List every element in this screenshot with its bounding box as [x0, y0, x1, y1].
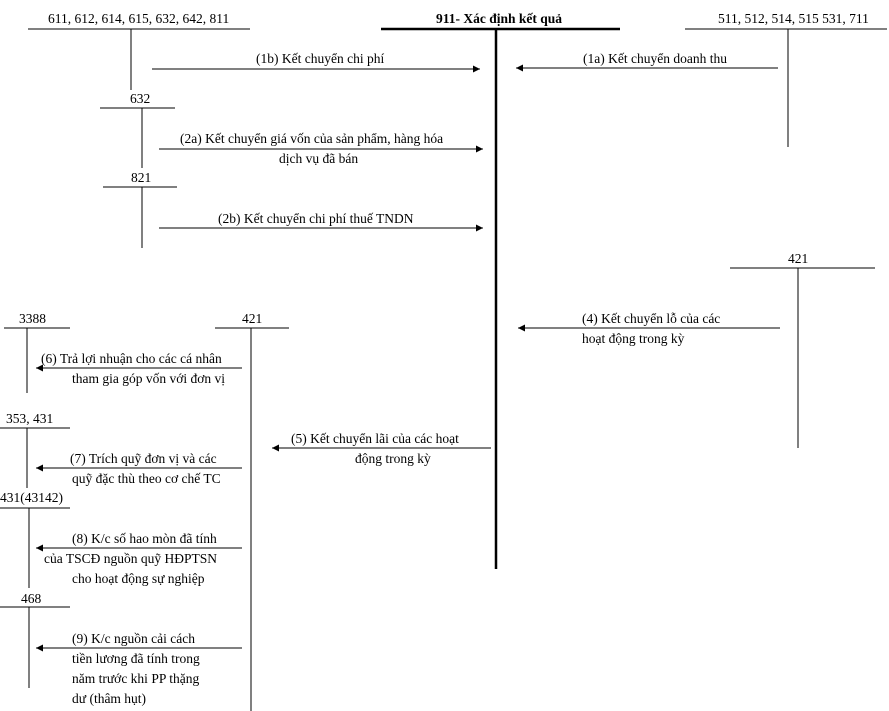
account-632-label: 632	[130, 91, 151, 106]
entry-2b-label: (2b) Kết chuyển chi phí thuế TNDN	[218, 211, 414, 226]
t-account-421-left	[215, 327, 289, 711]
account-821-label: 821	[131, 170, 152, 185]
t-account-3388	[4, 327, 70, 393]
t-account-431-43142	[0, 507, 70, 588]
t-account-revenues	[685, 28, 887, 147]
entry-5-label-line2: động trong kỳ	[355, 451, 431, 466]
account-468-label: 468	[21, 591, 42, 606]
account-3388-label: 3388	[19, 311, 46, 326]
entry-1a-label: (1a) Kết chuyển doanh thu	[583, 51, 727, 66]
entry-7-label-line1: (7) Trích quỹ đơn vị và các	[70, 451, 217, 466]
t-account-632	[100, 107, 175, 168]
account-revenues-label: 511, 512, 514, 515 531, 711	[718, 11, 869, 26]
entry-2a-label-line1: (2a) Kết chuyển giá vốn của sản phẩm, hà…	[180, 131, 444, 146]
t-account-expenses	[28, 28, 250, 90]
entry-8-label-line1: (8) K/c số hao mòn đã tính	[72, 531, 217, 546]
entry-1b-label: (1b) Kết chuyển chi phí	[256, 51, 385, 66]
entry-9-label-line4: dư (thâm hụt)	[72, 691, 147, 706]
entry-7-label-line2: quỹ đặc thù theo cơ chế TC	[72, 471, 221, 486]
entry-6-label-line1: (6) Trả lợi nhuận cho các cá nhân	[41, 351, 222, 366]
t-account-421-right	[730, 267, 875, 448]
account-431-43142-label: 431(43142)	[0, 490, 63, 505]
t-account-468	[0, 606, 70, 688]
entry-8-label-line3: cho hoạt động sự nghiệp	[72, 571, 205, 586]
account-353-431-label: 353, 431	[6, 411, 54, 426]
entry-9-label-line3: năm trước khi PP thặng	[72, 671, 200, 686]
entry-2a-label-line2: dịch vụ đã bán	[279, 151, 359, 166]
entry-6-label-line2: tham gia góp vốn với đơn vị	[72, 371, 226, 386]
account-expenses-label: 611, 612, 614, 615, 632, 642, 811	[48, 11, 230, 26]
entry-9-label-line1: (9) K/c nguồn cải cách	[72, 631, 195, 646]
account-421-right-label: 421	[788, 251, 809, 266]
account-911-label: 911- Xác định kết quả	[436, 11, 563, 26]
account-421-left-label: 421	[242, 311, 263, 326]
entry-9-label-line2: tiền lương đã tính trong	[72, 651, 200, 666]
t-account-911	[381, 27, 620, 569]
t-account-353-431	[0, 427, 70, 488]
entry-4-label-line2: hoạt động trong kỳ	[582, 331, 685, 346]
entry-5-label-line1: (5) Kết chuyển lãi của các hoạt	[291, 431, 459, 446]
t-account-821	[103, 186, 177, 248]
entry-4-label-line1: (4) Kết chuyển lỗ của các	[582, 311, 721, 326]
entry-8-label-line2: của TSCĐ nguồn quỹ HĐPTSN	[44, 551, 218, 566]
